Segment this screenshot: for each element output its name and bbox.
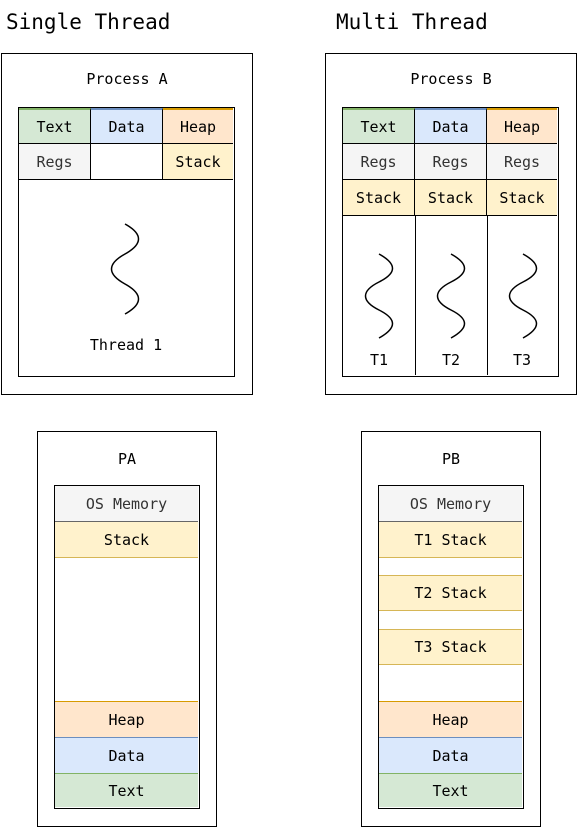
process-a-title: Process A (86, 70, 168, 88)
multi-thread-heading: Multi Thread (336, 10, 488, 34)
memory-pb-title: PB (441, 450, 461, 468)
thread-t1-label: T1 (369, 351, 389, 369)
process-b-data-cell: Data (415, 108, 487, 144)
memory-pa-text-segment: Text (55, 773, 198, 807)
memory-pa-title: PA (117, 450, 137, 468)
process-b-regs-cell-2: Regs (415, 144, 487, 180)
process-b-regs-cell-1: Regs (343, 144, 415, 180)
memory-pa-os-segment: OS Memory (55, 486, 198, 522)
process-b-title: Process B (410, 70, 492, 88)
process-a-regs-cell: Regs (19, 144, 91, 180)
process-b-stack-cell-2: Stack (415, 180, 487, 216)
memory-pb-text-segment: Text (379, 773, 522, 807)
thread-divider-2 (487, 216, 488, 375)
thread-t2-wave-icon (436, 253, 466, 339)
memory-pa-stack-area: OS Memory Stack Heap Data Text (54, 485, 200, 809)
memory-pb-heap-segment: Heap (379, 701, 522, 737)
thread-1-wave-icon (110, 223, 140, 315)
process-b-stack-cell-3: Stack (487, 180, 557, 216)
memory-pb-t1-stack-segment: T1 Stack (379, 522, 522, 558)
process-b-text-cell: Text (343, 108, 415, 144)
process-a-inner: Text Data Heap Regs Stack Thread 1 (18, 107, 235, 377)
thread-1-label: Thread 1 (89, 336, 163, 354)
process-a-empty-cell (91, 144, 163, 180)
memory-pb-t3-stack-segment: T3 Stack (379, 629, 522, 665)
process-b-regs-cell-3: Regs (487, 144, 557, 180)
memory-pb-t2-stack-segment: T2 Stack (379, 575, 522, 611)
memory-pa-stack-segment: Stack (55, 522, 198, 558)
memory-pa-data-segment: Data (55, 737, 198, 773)
single-thread-heading: Single Thread (6, 10, 171, 34)
process-b-heap-cell: Heap (487, 108, 557, 144)
thread-divider-1 (415, 216, 416, 375)
thread-t3-label: T3 (512, 351, 532, 369)
thread-t2-label: T2 (441, 351, 461, 369)
thread-t3-wave-icon (508, 253, 538, 339)
thread-t1-wave-icon (364, 253, 394, 339)
memory-pb-os-segment: OS Memory (379, 486, 522, 522)
process-b-inner: Text Data Heap Regs Regs Regs Stack Stac… (342, 107, 559, 377)
memory-pa-heap-segment: Heap (55, 701, 198, 737)
process-a-data-cell: Data (91, 108, 163, 144)
process-a-heap-cell: Heap (163, 108, 233, 144)
memory-pb-data-segment: Data (379, 737, 522, 773)
process-a-text-cell: Text (19, 108, 91, 144)
process-a-stack-cell: Stack (163, 144, 233, 180)
memory-pb-stack-area: OS Memory T1 Stack T2 Stack T3 Stack Hea… (378, 485, 524, 809)
process-b-stack-cell-1: Stack (343, 180, 415, 216)
